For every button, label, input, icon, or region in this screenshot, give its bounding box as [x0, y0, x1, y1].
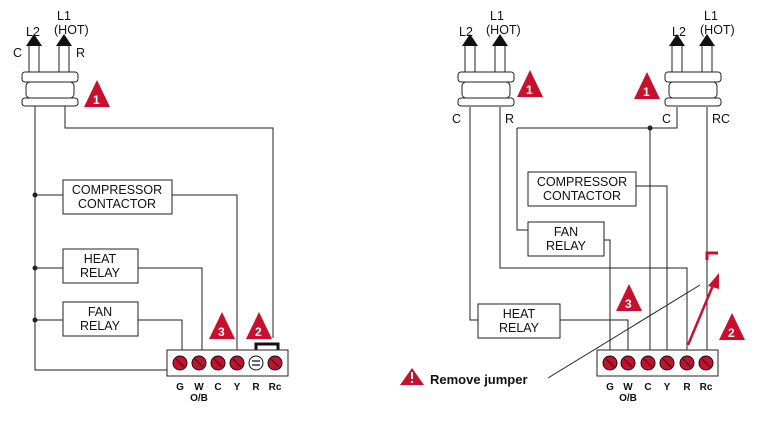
right-y-wire: [636, 185, 668, 350]
heat-relay-box: HEAT RELAY: [62, 248, 139, 284]
svg-text:RELAY: RELAY: [546, 239, 587, 253]
r-label: R: [76, 46, 85, 60]
svg-text:1: 1: [643, 85, 650, 99]
heat-relay-box: HEAT RELAY: [477, 303, 561, 339]
l2-arrow-icon: [26, 34, 42, 46]
left-g-wire: [138, 319, 183, 350]
svg-text:R: R: [683, 382, 691, 393]
arrow-head-icon: [708, 273, 719, 289]
r-label: R: [505, 112, 514, 126]
warning-3-icon: 3: [616, 284, 642, 311]
svg-text:COMPRESSOR: COMPRESSOR: [537, 175, 627, 189]
svg-text:3: 3: [218, 325, 225, 339]
jumper: [254, 342, 280, 352]
left-wiring-diagram: L1 (HOT) L2 C R 1 COMPRESSOR CONTACTOR H…: [13, 9, 289, 404]
svg-text:1: 1: [526, 83, 533, 97]
svg-text:3: 3: [625, 297, 632, 311]
right-heat-common-wire: [469, 107, 478, 321]
svg-text:COMPRESSOR: COMPRESSOR: [72, 183, 162, 197]
terminal-r: [248, 355, 264, 371]
right-r-wire: [499, 107, 688, 350]
svg-text:Y: Y: [234, 382, 241, 393]
warning-2-icon: 2: [719, 313, 745, 340]
warning-2-icon: 2: [246, 312, 272, 339]
hot-label: (HOT): [700, 23, 735, 37]
right-c-wire: [517, 107, 678, 129]
svg-text:1: 1: [93, 93, 100, 107]
right-g-wire: [604, 239, 611, 350]
svg-text:O/B: O/B: [619, 393, 637, 404]
right-terminal-strip: G W C Y R Rc O/B: [596, 349, 719, 404]
right-fan-common-wire: [516, 128, 528, 231]
svg-text:Rc: Rc: [700, 382, 713, 393]
left-terminal-strip: G W C Y R Rc O/B: [166, 349, 289, 404]
svg-text:2: 2: [255, 325, 262, 339]
l1-arrow-icon: [699, 34, 715, 46]
c-label: C: [13, 46, 22, 60]
l1-arrow-icon: [492, 34, 508, 46]
l1-arrow-icon: [56, 34, 72, 46]
warning-3-icon: 3: [209, 312, 235, 339]
removed-jumper: [705, 251, 718, 260]
l1-label: L1: [490, 9, 504, 23]
svg-text:C: C: [214, 382, 221, 393]
svg-text:RELAY: RELAY: [80, 266, 121, 280]
l1-label: L1: [704, 9, 718, 23]
warning-1-icon: 1: [84, 80, 110, 107]
hot-label: (HOT): [486, 23, 521, 37]
svg-text:CONTACTOR: CONTACTOR: [78, 197, 156, 211]
svg-text:G: G: [176, 382, 184, 393]
svg-text:FAN: FAN: [554, 225, 578, 239]
right-wiring-diagram: L1 (HOT) L2 C R 1 L1 (HOT) L2 C RC 1: [400, 9, 745, 404]
right-w-wire: [560, 319, 629, 350]
l2-label: L2: [672, 25, 686, 39]
svg-text:R: R: [252, 382, 260, 393]
remove-jumper-label: Remove jumper: [430, 372, 528, 387]
left-hot-wire: [64, 105, 274, 338]
left-y-wire: [172, 194, 238, 350]
right-right-transformer: [664, 34, 722, 107]
fan-relay-box: FAN RELAY: [62, 301, 139, 337]
svg-text:W: W: [194, 382, 204, 393]
l2-label: L2: [459, 25, 473, 39]
l2-label: L2: [26, 25, 40, 39]
warning-1-icon: 1: [517, 70, 543, 97]
svg-text:G: G: [606, 382, 614, 393]
svg-text:HEAT: HEAT: [84, 252, 117, 266]
compressor-contactor-box: COMPRESSOR CONTACTOR: [62, 179, 173, 215]
svg-text:C: C: [644, 382, 651, 393]
l1-label: L1: [57, 9, 71, 23]
l2-arrow-icon: [462, 34, 478, 46]
left-transformer: [21, 34, 79, 107]
svg-text:CONTACTOR: CONTACTOR: [543, 189, 621, 203]
svg-text:O/B: O/B: [190, 393, 208, 404]
remove-jumper-warning-icon: [400, 368, 424, 385]
compressor-contactor-box: COMPRESSOR CONTACTOR: [527, 171, 637, 207]
fan-relay-box: FAN RELAY: [527, 221, 605, 257]
svg-text:RELAY: RELAY: [499, 321, 540, 335]
svg-text:RELAY: RELAY: [80, 319, 121, 333]
svg-text:Rc: Rc: [269, 382, 282, 393]
right-left-transformer: [457, 34, 515, 107]
rc-label: RC: [712, 112, 730, 126]
hot-label: (HOT): [54, 23, 89, 37]
c-label: C: [452, 112, 461, 126]
svg-text:FAN: FAN: [88, 305, 112, 319]
left-w-wire: [138, 267, 203, 350]
svg-text:HEAT: HEAT: [503, 307, 536, 321]
warning-1-icon: 1: [634, 72, 660, 99]
svg-text:W: W: [623, 382, 633, 393]
remove-jumper-leader: [547, 284, 701, 379]
c-label: C: [662, 112, 671, 126]
jumper-removal-arrow: [686, 282, 716, 346]
svg-text:2: 2: [728, 326, 735, 340]
svg-text:Y: Y: [664, 382, 671, 393]
l2-arrow-icon: [669, 34, 685, 46]
